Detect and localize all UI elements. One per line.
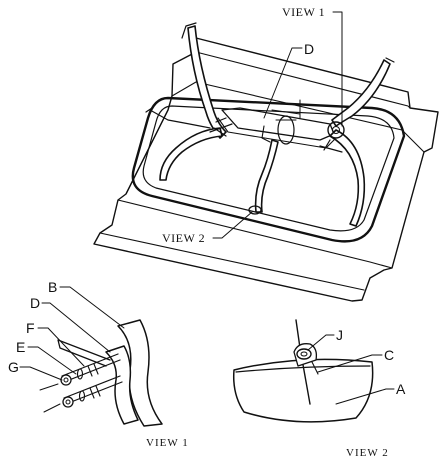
view1-callouts: B D F E G VIEW 1	[8, 279, 189, 449]
label-d-top: D	[304, 41, 314, 57]
view1-detail	[39, 319, 163, 427]
label-e: E	[16, 339, 25, 355]
label-view2-top: VIEW 2	[162, 231, 205, 245]
leg-left-top	[181, 22, 227, 139]
callout-view2-top: VIEW 2	[162, 211, 253, 245]
callout-d-top: D	[263, 41, 314, 119]
label-d: D	[30, 295, 40, 311]
caption-view2: VIEW 2	[346, 447, 389, 459]
leg-left-side	[145, 107, 211, 129]
label-view1-top: VIEW 1	[282, 5, 325, 19]
leg-center-bottom	[248, 139, 279, 215]
caption-view1: VIEW 1	[146, 437, 189, 449]
label-b: B	[48, 279, 57, 295]
label-a: A	[396, 381, 406, 397]
leg-right-top	[331, 57, 395, 127]
view2-callouts: J C A VIEW 2	[307, 327, 406, 459]
view2-detail	[232, 319, 374, 423]
label-c: C	[384, 347, 394, 363]
label-g: G	[8, 359, 19, 375]
leg-left-front	[159, 127, 223, 181]
frame-brackets	[209, 117, 345, 153]
label-f: F	[26, 320, 35, 336]
callout-view1-top: VIEW 1	[282, 5, 343, 127]
label-j: J	[336, 327, 343, 343]
leg-right-front	[329, 129, 366, 227]
